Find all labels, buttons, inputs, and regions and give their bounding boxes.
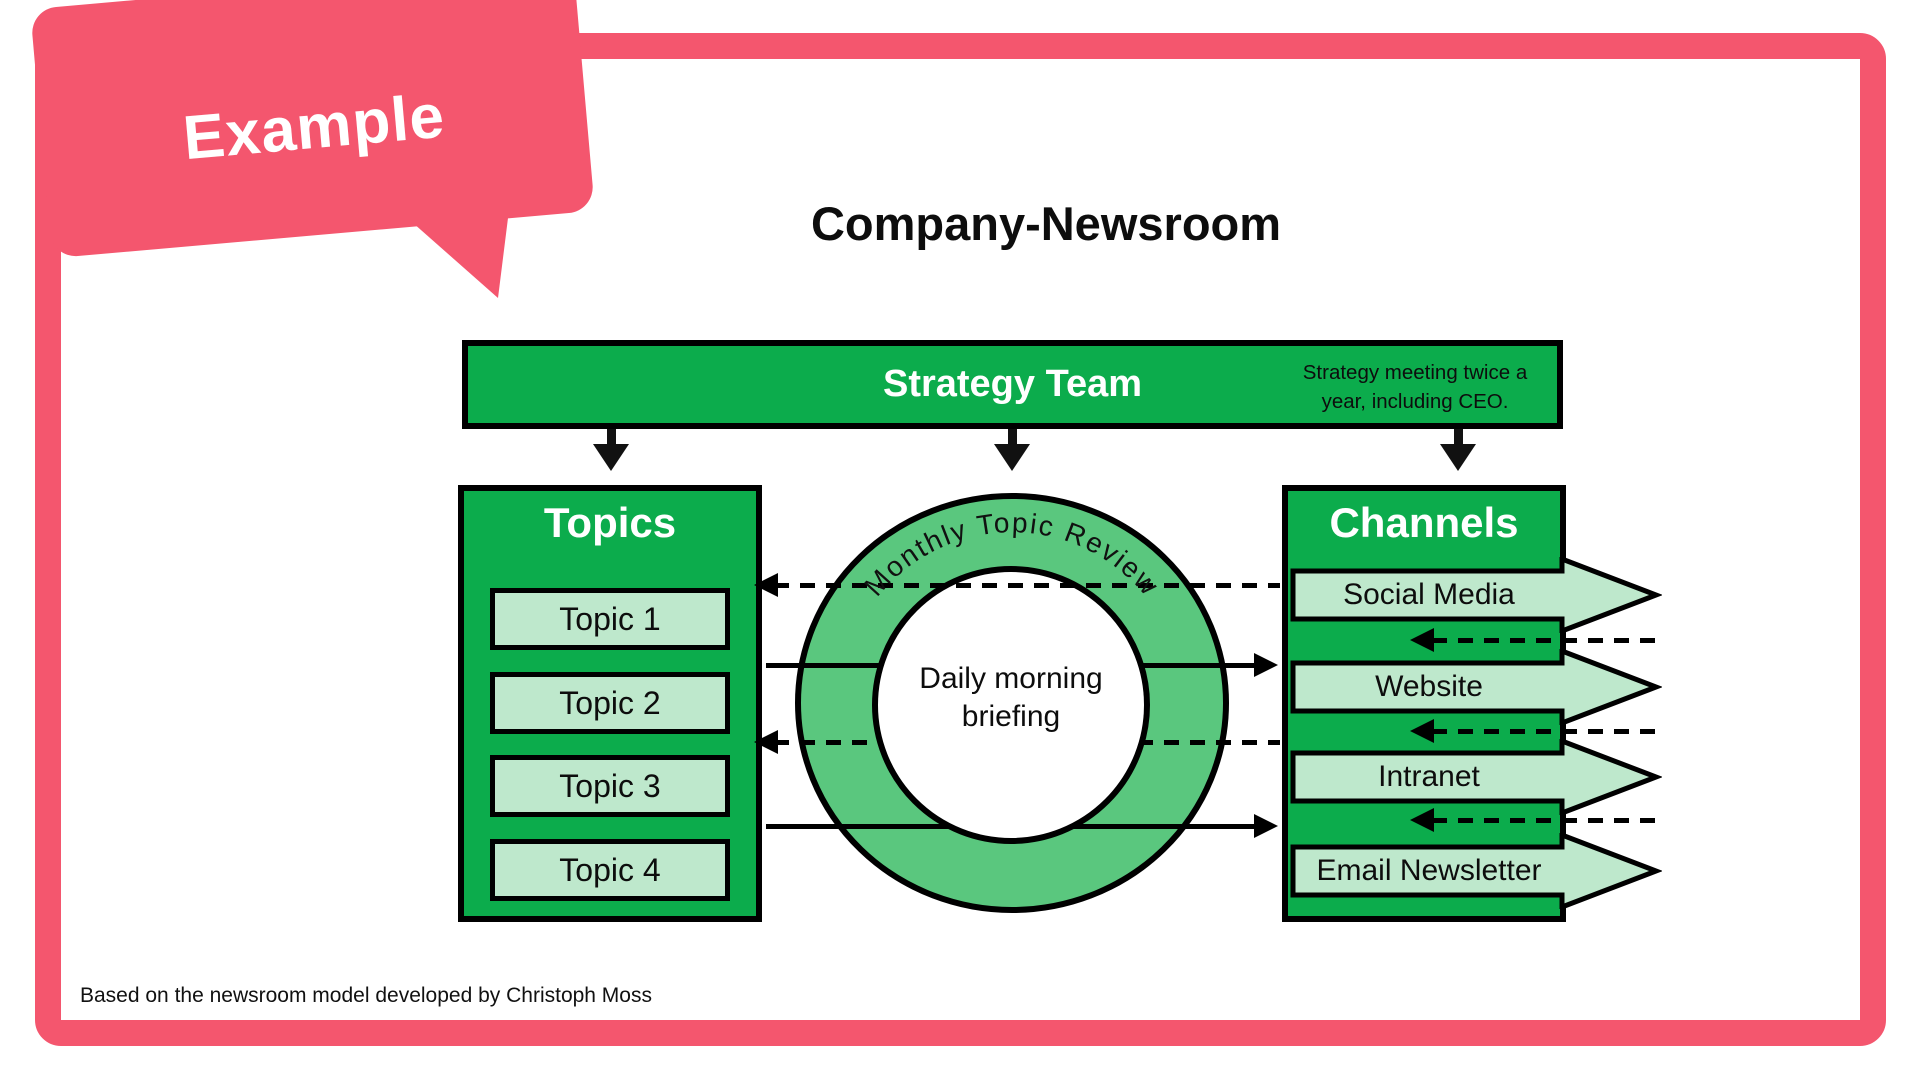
- down-arrow-icon: [607, 429, 616, 446]
- topic-item: Topic 3: [490, 755, 730, 817]
- down-arrow-icon: [994, 444, 1030, 471]
- arrowhead-left-icon: [754, 730, 778, 754]
- channel-arrow: [1290, 739, 1662, 815]
- down-arrow-icon: [593, 444, 629, 471]
- topic-item: Topic 2: [490, 672, 730, 734]
- arrowhead-left-icon: [754, 573, 778, 597]
- arrowhead-left-icon: [1410, 719, 1434, 743]
- credit-text: Based on the newsroom model developed by…: [80, 984, 652, 1007]
- example-banner-label: Example: [180, 81, 448, 173]
- briefing-circle: [872, 566, 1150, 844]
- channel-arrow: [1290, 649, 1662, 725]
- topic-item: Topic 4: [490, 839, 730, 901]
- channel-label: Social Media: [1343, 578, 1515, 611]
- strategy-team-bar: Strategy Team Strategy meeting twice a y…: [462, 340, 1563, 429]
- channel-arrow-shape: [1290, 649, 1662, 725]
- channel-arrow-shape: [1290, 557, 1662, 633]
- channel-label: Email Newsletter: [1316, 854, 1542, 887]
- diagram-title: Company-Newsroom: [810, 197, 1282, 250]
- down-arrow-icon: [1440, 444, 1476, 471]
- arrowhead-right-icon: [1254, 814, 1278, 838]
- strategy-team-label: Strategy Team: [882, 363, 1143, 405]
- feedback-dashed-line: [1432, 818, 1655, 823]
- feedback-dashed-line: [1432, 729, 1655, 734]
- channel-arrow: [1290, 557, 1662, 633]
- down-arrow-icon: [1454, 429, 1463, 446]
- briefing-label: Daily morning briefing: [919, 662, 1103, 733]
- channel-label: Intranet: [1378, 760, 1480, 793]
- strategy-meeting-note: Strategy meeting twice a year, including…: [1302, 361, 1528, 413]
- arrowhead-left-icon: [1410, 628, 1434, 652]
- arrowhead-left-icon: [1410, 808, 1434, 832]
- channel-arrow-shape: [1290, 833, 1662, 909]
- arrowhead-right-icon: [1254, 653, 1278, 677]
- feedback-dashed-line: [1432, 638, 1655, 643]
- channel-arrow-shape: [1290, 739, 1662, 815]
- channel-label: Website: [1375, 670, 1483, 703]
- down-arrow-icon: [1008, 429, 1017, 446]
- channel-arrow: [1290, 833, 1662, 909]
- topics-box: Topics Topic 1 Topic 2 Topic 3 Topic 4: [458, 485, 762, 922]
- topics-heading: Topics: [543, 499, 677, 546]
- topic-item: Topic 1: [490, 588, 730, 650]
- channels-heading: Channels: [1329, 499, 1519, 546]
- flow-dashed-line: [774, 583, 1280, 588]
